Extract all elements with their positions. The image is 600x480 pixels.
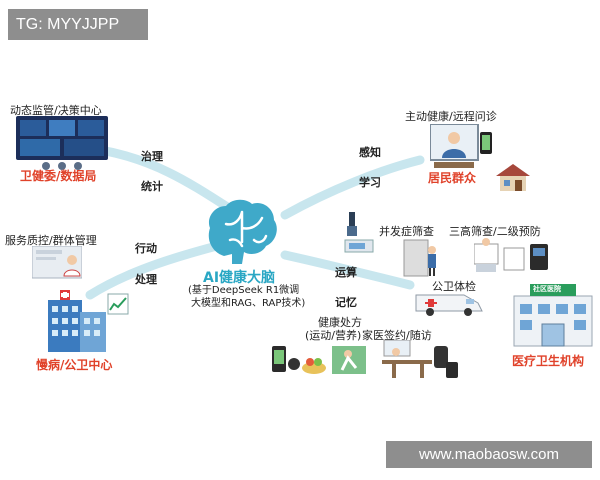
hypertension-screening-icon (474, 238, 548, 272)
brain-icon (208, 199, 277, 264)
service-gongwei: 公卫体检 (432, 280, 476, 293)
wjw-tag: 卫健委/数据局 (20, 169, 97, 183)
verb-jiyi: 记忆 (335, 296, 357, 309)
branch-to-jm (280, 155, 425, 220)
mb-top-label: 服务质控/群体管理 (5, 234, 97, 247)
verb-zhili: 治理 (141, 150, 163, 163)
jm-tag: 居民群众 (428, 171, 477, 185)
yl-tag: 医疗卫生机构 (512, 354, 585, 368)
community-hospital-icon (513, 284, 593, 347)
verb-ganzhi: 感知 (359, 146, 381, 159)
ai-subtitle-1: (基于DeepSeek R1微调 (188, 285, 300, 296)
ai-subtitle-2: 大模型和RAG、RAP技术) (191, 298, 306, 309)
ai-title: AI健康大脑 (203, 270, 276, 286)
microscope-icon (344, 212, 374, 253)
service-chufang-2: (运动/营养) (305, 329, 362, 342)
verb-tongji: 统计 (141, 180, 163, 193)
service-chufang-1: 健康处方 (318, 316, 362, 329)
branch-to-services (280, 250, 415, 290)
watermark-bottom: www.maobaosw.com (386, 441, 592, 468)
mb-tag: 慢病/公卫中心 (36, 358, 113, 372)
hospital-sign: 社区医院 (533, 285, 561, 293)
ambulance-icon (415, 294, 483, 316)
dashboard-screen-icon (16, 116, 108, 170)
verb-xingdong: 行动 (135, 242, 157, 255)
service-sangao: 三高筛查/二级预防 (449, 225, 541, 238)
verb-yunsuan: 运算 (335, 266, 357, 279)
jm-top-label: 主动健康/远程问诊 (405, 110, 497, 123)
service-qianyue: 家医签约/随访 (362, 329, 432, 342)
remote-consult-icon (430, 124, 492, 168)
exercise-nutrition-icon (272, 346, 366, 374)
house-icon (496, 164, 530, 191)
elder-screening-icon (403, 239, 436, 277)
public-health-building-icon (48, 290, 129, 352)
service-bingfa: 并发症筛查 (379, 225, 434, 238)
wjw-top-label: 动态监管/决策中心 (10, 104, 102, 117)
doctor-monitor-icon (32, 246, 82, 279)
watermark-top: TG: MYYJJPP (8, 9, 148, 40)
verb-chuli: 处理 (135, 273, 157, 286)
family-doctor-icon (382, 340, 458, 378)
verb-xuexi: 学习 (359, 176, 381, 189)
